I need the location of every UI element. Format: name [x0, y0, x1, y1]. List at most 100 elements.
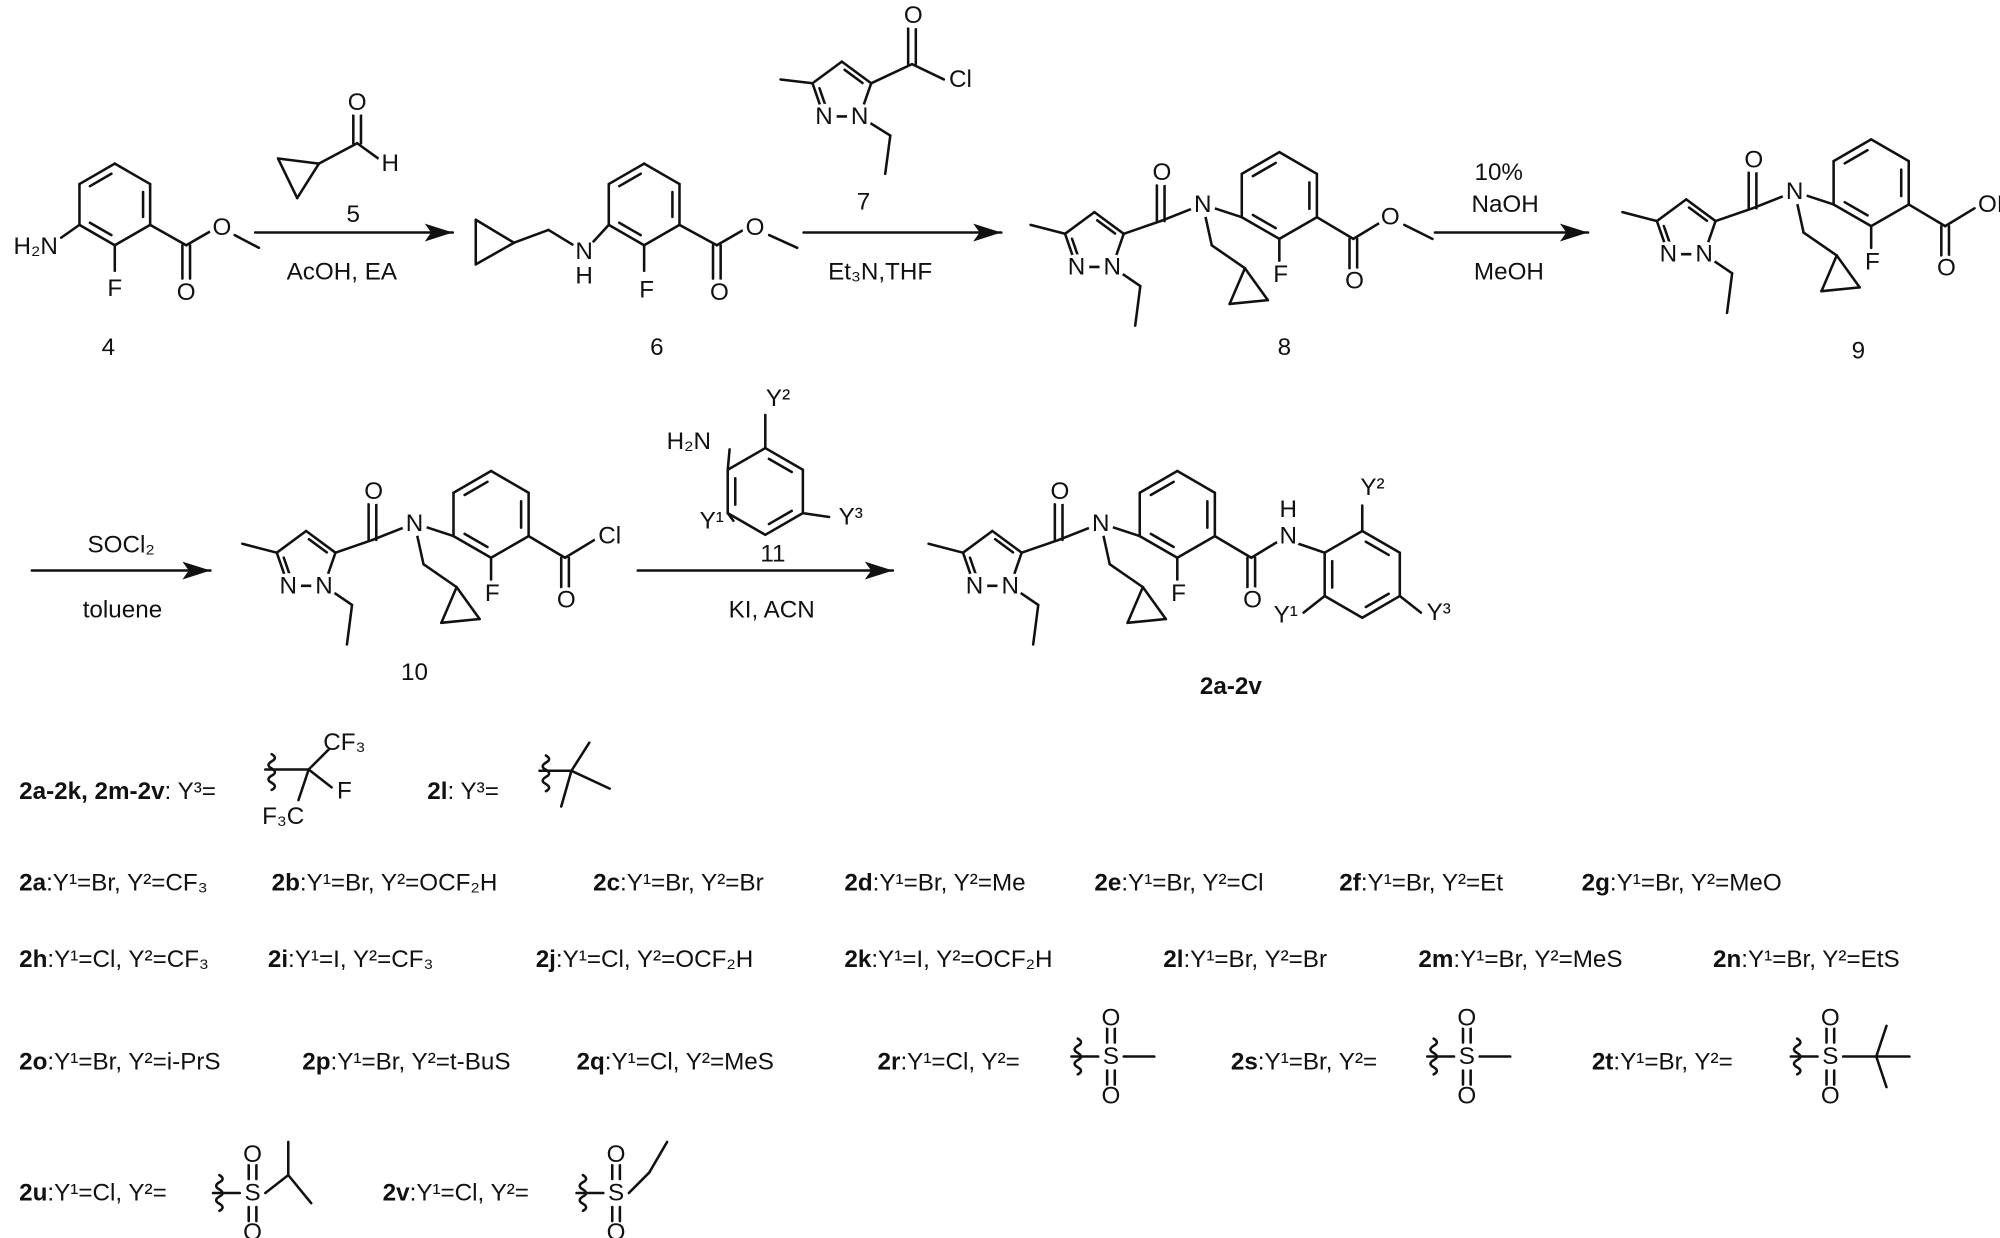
- label-backdrop: [1267, 261, 1294, 288]
- ethyl-bond: [1133, 284, 1142, 327]
- ring-double-bond: [1364, 540, 1390, 557]
- variant-4: 2e:Y¹=Br, Y²=Cl: [1094, 870, 1263, 897]
- variant-8: 2i:Y¹=I, Y²=CF₃: [268, 946, 434, 973]
- bond: [1210, 244, 1247, 270]
- bond: [264, 1173, 290, 1195]
- label-backdrop: [594, 520, 625, 552]
- ring-double-bond: [1843, 148, 1869, 165]
- ring-bond: [275, 529, 308, 554]
- ring-bond: [489, 469, 530, 494]
- ring-bond: [607, 223, 646, 247]
- bond: [512, 228, 550, 244]
- y3-definition-tbu: 2l: Y³=: [427, 778, 499, 805]
- label-backdrop: [1456, 1085, 1478, 1107]
- ring-double-bond: [1149, 480, 1175, 497]
- conditions-step-1: AcOH, EA: [287, 259, 398, 286]
- ring-bond: [1063, 210, 1096, 236]
- label-backdrop: [1820, 1008, 1841, 1029]
- c4-carbonyl-oxygen: O: [177, 279, 196, 306]
- y2-2r-oxygen-top: O: [1102, 1005, 1121, 1032]
- ring-bond: [1228, 298, 1270, 306]
- bond: [801, 511, 831, 519]
- methyl-bond: [927, 542, 965, 554]
- bond: [1802, 231, 1839, 257]
- ring-bond: [642, 162, 681, 186]
- label-backdrop: [1047, 478, 1073, 505]
- c2-anilide-h: H: [1280, 496, 1298, 523]
- y2-2t-oxygen-top: O: [1821, 1005, 1840, 1032]
- c6-amine-h: H: [575, 262, 593, 289]
- c9-amide-nitrogen: N: [1786, 178, 1804, 205]
- c2-carbonyl-oxygen: O: [1243, 586, 1262, 613]
- ring-bond: [1243, 266, 1270, 302]
- c9-carbonyl-oxygen: O: [1937, 255, 1956, 282]
- variant-18-id: 2s: [1231, 1048, 1258, 1075]
- c2-pyrazole-n1: N: [1001, 572, 1018, 599]
- variant-2: 2c:Y¹=Br, Y²=Br: [593, 870, 764, 897]
- ring-bond: [607, 162, 646, 186]
- variant-2-text: :Y¹=Br, Y²=Br: [620, 870, 764, 897]
- y2-2s-sulfur: S: [1459, 1043, 1475, 1070]
- bond-layer: [30, 27, 1976, 1223]
- ring-double-bond: [993, 537, 1015, 554]
- variant-16-id: 2q: [577, 1048, 605, 1075]
- variant-11: 2l:Y¹=Br, Y²=Br: [1163, 946, 1327, 973]
- y2-2u-oxygen-top: O: [243, 1141, 262, 1168]
- ring-double-bond: [767, 509, 794, 526]
- bond: [1352, 219, 1384, 241]
- variant-16: 2q:Y¹=Cl, Y²=MeS: [577, 1048, 774, 1075]
- ring-double-bond: [463, 480, 489, 497]
- label-backdrop: [553, 587, 580, 613]
- ring-double-bond: [1687, 206, 1709, 223]
- reaction-arrow-4-head: [182, 561, 211, 580]
- ring-double-bond: [617, 172, 643, 188]
- c10-amide-nitrogen: N: [406, 510, 424, 537]
- ring-bond: [1240, 215, 1281, 241]
- variant-0: 2a:Y¹=Br, Y²=CF₃: [19, 870, 207, 897]
- variant-8-id: 2i: [268, 946, 288, 973]
- variant-11-text: :Y¹=Br, Y²=Br: [1183, 946, 1327, 973]
- c7-oxygen: O: [904, 2, 923, 29]
- c11-y2: Y²: [766, 385, 790, 412]
- compound-label-11: 11: [760, 540, 785, 567]
- label-backdrop: [1099, 254, 1125, 280]
- y3-f: F: [337, 778, 352, 805]
- variant-5-id: 2f: [1339, 870, 1361, 897]
- c10-carbonyl-oxygen: O: [557, 586, 576, 613]
- c9-pyrazole-n2: N: [1660, 241, 1678, 268]
- label-backdrop: [242, 1144, 263, 1165]
- c11-amine: H₂N: [667, 428, 711, 455]
- c2-pyrazole-n2: N: [966, 572, 984, 599]
- label-backdrop: [742, 214, 768, 241]
- label-backdrop: [605, 1222, 627, 1238]
- c8-pyrazole-n1: N: [1103, 253, 1120, 280]
- bond: [307, 768, 333, 789]
- ring-double-bond: [1251, 213, 1278, 230]
- ring-double-bond: [1843, 200, 1869, 217]
- c2-y1: Y¹: [1274, 602, 1298, 629]
- label-backdrop: [1655, 241, 1682, 267]
- ring-bond: [1323, 594, 1364, 620]
- ring-bond: [113, 223, 152, 247]
- reaction-arrow-5-head: [864, 561, 893, 580]
- c5-oxygen: O: [348, 89, 367, 116]
- ring-bond: [1869, 203, 1911, 228]
- y2-2v-oxygen-bottom: O: [607, 1219, 626, 1238]
- label-backdrop: [846, 103, 873, 130]
- variant-1: 2b:Y¹=Br, Y²=OCF₂H: [272, 870, 498, 897]
- label-backdrop: [947, 66, 974, 93]
- label-backdrop: [344, 89, 370, 116]
- ring-double-bond: [617, 221, 643, 237]
- ring-double-bond: [1364, 592, 1390, 609]
- label-backdrop: [1341, 268, 1368, 294]
- ring-bond: [1820, 286, 1861, 293]
- label-backdrop: [1456, 1008, 1478, 1029]
- methyl-bond: [1029, 223, 1067, 236]
- label-backdrop: [1741, 147, 1767, 173]
- ethyl-bond: [883, 134, 892, 176]
- variant-3-text: :Y¹=Br, Y²=Me: [873, 870, 1026, 897]
- label-backdrop: [706, 279, 733, 306]
- c2-anilide-n: N: [1280, 523, 1298, 550]
- label-backdrop: [1100, 1085, 1122, 1107]
- label-backdrop: [1149, 159, 1175, 186]
